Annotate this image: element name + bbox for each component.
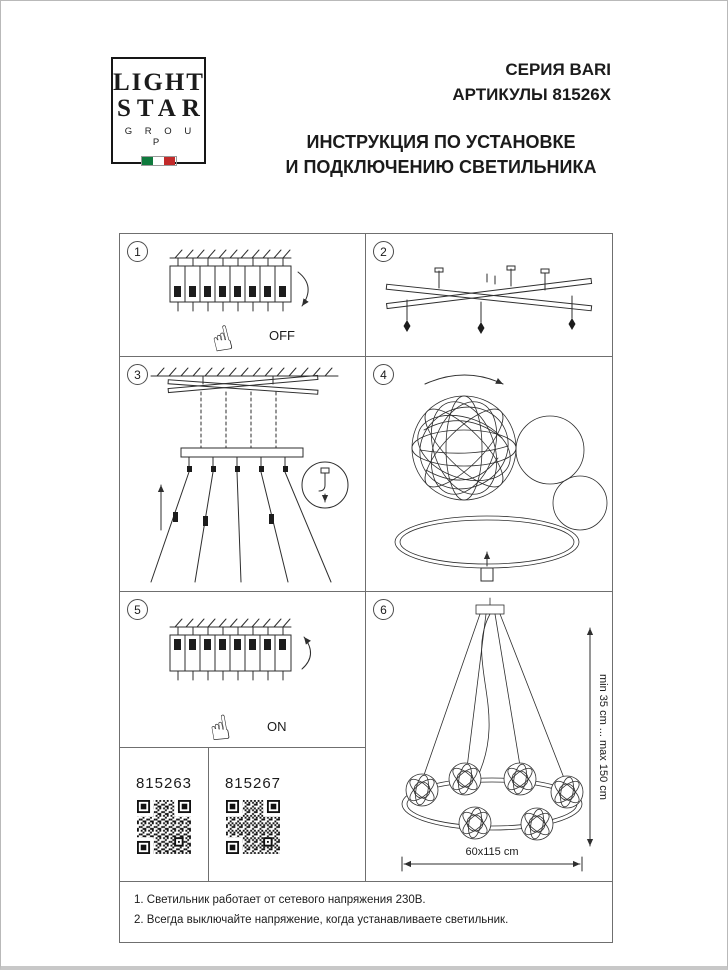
step-2-panel: 2	[366, 234, 612, 357]
step-6-badge: 6	[373, 599, 394, 620]
circuit-breaker-on-diagram: ☝ ON	[169, 618, 311, 745]
pointing-hand-icon: ☝	[206, 707, 233, 745]
note-1: 1. Светильник работает от сетевого напря…	[134, 894, 426, 906]
series-header: СЕРИЯ BARI АРТИКУЛЫ 81526X	[452, 58, 611, 107]
note-2: 2. Всегда выключайте напряжение, когда у…	[134, 913, 509, 926]
circuit-breaker-off-diagram: ☝ OFF	[169, 249, 309, 354]
step-2-badge: 2	[373, 241, 394, 262]
height-dimension: min 35 cm ... max 150 cm	[584, 618, 609, 856]
qr-code-right	[226, 800, 280, 854]
step-6-panel: 6	[366, 592, 612, 882]
logo-text-group: G R O U P	[124, 126, 197, 148]
article-number-right: 815267	[224, 775, 282, 792]
width-dimension-label: 60x115 cm	[466, 846, 519, 858]
sphere-shade-diagram	[394, 374, 608, 582]
page-title: ИНСТРУКЦИЯ ПО УСТАНОВКЕ И ПОДКЛЮЧЕНИЮ СВ…	[267, 130, 615, 180]
qr-code-left	[137, 800, 191, 854]
step-1-badge: 1	[127, 241, 148, 262]
title-line-2: И ПОДКЛЮЧЕНИЮ СВЕТИЛЬНИКА	[285, 157, 597, 178]
series-name: СЕРИЯ BARI	[505, 60, 611, 79]
step-3-panel: 3	[120, 357, 366, 592]
article-right: 815267	[209, 748, 297, 881]
step-5-panel: 5 ☝ ON	[120, 592, 366, 748]
off-label: OFF	[269, 328, 295, 343]
article-number-left: 815263	[135, 775, 193, 792]
on-label: ON	[267, 719, 287, 734]
pointing-hand-icon: ☝	[207, 318, 237, 354]
code-divider	[208, 748, 209, 881]
italian-flag-icon	[140, 156, 177, 166]
steps-table: 1 ☝ OFF	[119, 233, 613, 943]
lightstar-logo: LIGHT STAR G R O U P	[111, 57, 206, 166]
article-left: 815263	[120, 748, 208, 881]
footer-notes: 1. Светильник работает от сетевого напря…	[120, 882, 612, 942]
ceiling-mount-diagram	[150, 367, 348, 583]
step-4-panel: 4	[366, 357, 612, 592]
height-dimension-label: min 35 cm ... max 150 cm	[597, 674, 609, 800]
logo-text-star: STAR	[117, 94, 206, 122]
vertical-arrow-icon	[586, 627, 594, 847]
chandelier-diagram: 60x115 cm	[401, 597, 584, 872]
step-4-badge: 4	[373, 364, 394, 385]
mounting-bars-diagram	[385, 265, 593, 334]
step-5-badge: 5	[127, 599, 148, 620]
article-numbers: АРТИКУЛЫ 81526X	[452, 84, 611, 104]
step-1-panel: 1 ☝ OFF	[120, 234, 366, 357]
article-codes-panel: 815263 815267	[120, 748, 366, 882]
step-3-badge: 3	[127, 364, 148, 385]
title-line-1: ИНСТРУКЦИЯ ПО УСТАНОВКЕ	[306, 132, 576, 152]
logo-text-light: LIGHT	[113, 69, 205, 96]
